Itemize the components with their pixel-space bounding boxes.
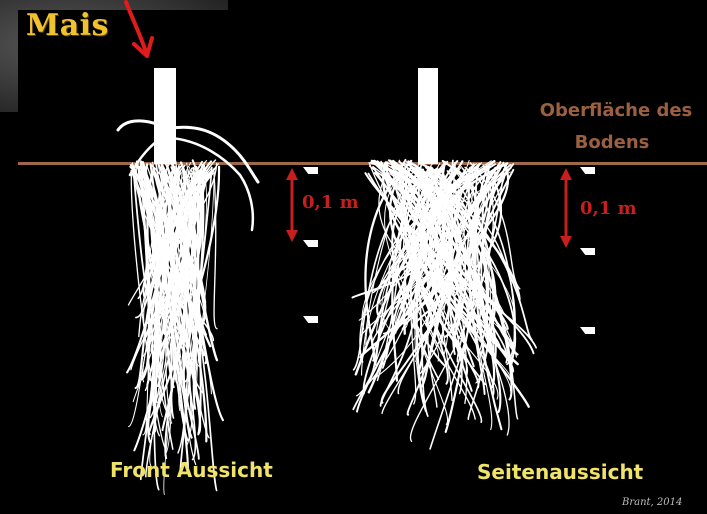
caption-side-view: Seitenaussicht bbox=[477, 460, 643, 484]
root-strand bbox=[214, 169, 217, 329]
credit: Brant, 2014 bbox=[622, 497, 682, 508]
side-view-root bbox=[353, 68, 537, 449]
front-view-root bbox=[118, 68, 258, 495]
caption-front-view: Front Aussicht bbox=[110, 458, 273, 482]
